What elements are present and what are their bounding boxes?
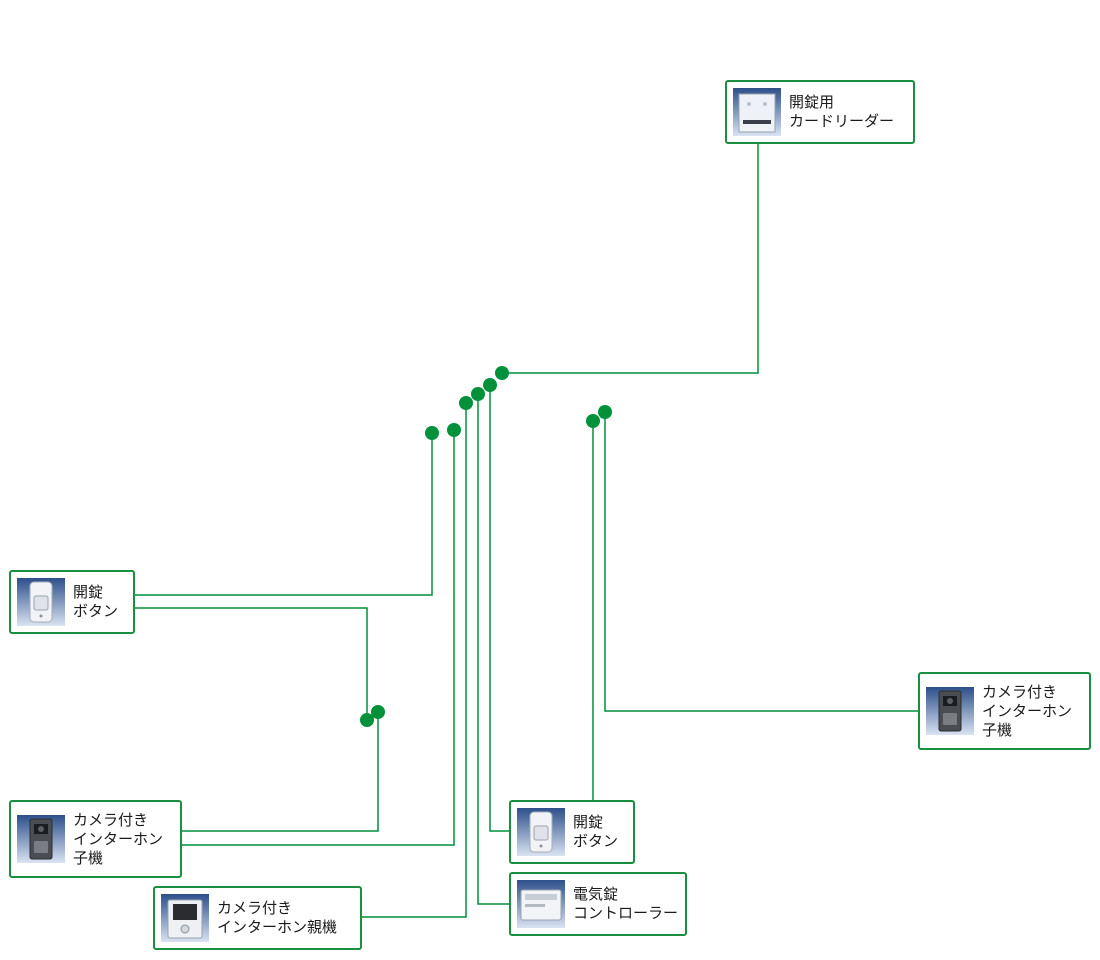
wire-intercom-sub-left-2	[182, 430, 455, 846]
wire-unlock-left-top	[135, 433, 433, 596]
electric-lock-controller-label: 電気錠 コントローラー	[573, 885, 679, 922]
card-reader-box[interactable]: 開錠用 カードリーダー	[725, 80, 915, 144]
camera-intercom-sub-icon	[926, 687, 974, 735]
junction-node	[495, 366, 509, 380]
camera-intercom-sub-right-box[interactable]: カメラ付き インターホン 子機	[918, 672, 1091, 750]
camera-intercom-sub-right-label: カメラ付き インターホン 子機	[982, 682, 1073, 739]
junction-node	[471, 387, 485, 401]
junction-node	[360, 713, 374, 727]
card-reader-icon	[733, 88, 781, 136]
junction-node	[425, 426, 439, 440]
wire-lock-controller	[477, 394, 509, 905]
camera-intercom-main-box[interactable]: カメラ付き インターホン親機	[153, 886, 362, 950]
unlock-button-center-box[interactable]: 開錠 ボタン	[509, 800, 635, 864]
wire-unlock-left-bottom	[135, 607, 368, 720]
junction-node	[483, 378, 497, 392]
unlock-button-icon	[517, 808, 565, 856]
junction-node	[598, 405, 612, 419]
wire-card-reader	[502, 144, 759, 374]
junction-node	[586, 414, 600, 428]
junction-node	[447, 423, 461, 437]
junction-node	[371, 705, 385, 719]
camera-intercom-sub-icon	[17, 815, 65, 863]
wire-intercom-sub-left-1	[182, 712, 379, 832]
wire-unlock-center	[489, 385, 509, 832]
wire-intercom-sub-right	[604, 412, 918, 712]
unlock-button-icon	[17, 578, 65, 626]
electric-lock-controller-box[interactable]: 電気錠 コントローラー	[509, 872, 687, 936]
camera-intercom-sub-left-box[interactable]: カメラ付き インターホン 子機	[9, 800, 182, 878]
junction-node	[459, 396, 473, 410]
camera-intercom-main-icon	[161, 894, 209, 942]
unlock-button-center-label: 開錠 ボタン	[573, 813, 619, 850]
electric-lock-controller-icon	[517, 880, 565, 928]
card-reader-label: 開錠用 カードリーダー	[789, 93, 895, 130]
unlock-button-left-label: 開錠 ボタン	[73, 583, 119, 620]
wire-intercom-main	[362, 403, 467, 918]
camera-intercom-sub-left-label: カメラ付き インターホン 子機	[73, 810, 164, 867]
camera-intercom-main-label: カメラ付き インターホン親機	[217, 899, 338, 936]
unlock-button-left-box[interactable]: 開錠 ボタン	[9, 570, 135, 634]
